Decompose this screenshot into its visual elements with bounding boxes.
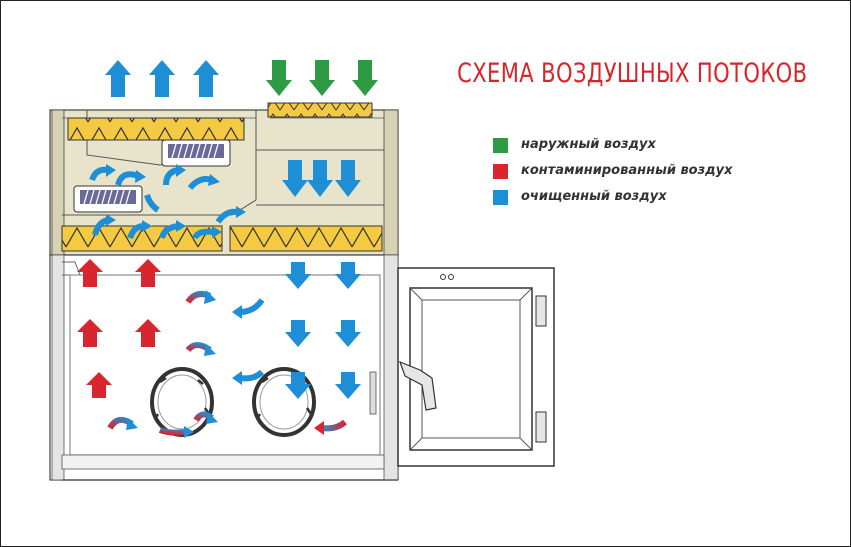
glove-port-left (150, 367, 214, 437)
legend-label: наружный воздух (521, 137, 656, 152)
intake-arrows (266, 60, 378, 96)
clean-air-arrow (335, 320, 361, 347)
clean-downflow-arrows (285, 262, 361, 399)
clean-air-arrow (193, 60, 219, 97)
outside-air-arrow (309, 60, 335, 96)
legend-swatch-blue (493, 190, 508, 205)
clean-air-arrow (285, 372, 311, 399)
legend-swatch-green (493, 138, 508, 153)
recirculation-arrows (89, 166, 239, 240)
clean-air-arrow (285, 320, 311, 347)
fan-lower (73, 185, 143, 213)
clean-air-arrow (307, 160, 333, 197)
contaminated-air-arrow (135, 259, 161, 287)
exhaust-filter (67, 117, 245, 141)
side-door (397, 267, 555, 467)
clean-air-arrow (149, 60, 175, 97)
legend-label: очищенный воздух (521, 189, 667, 204)
legend-label: контаминированный воздух (521, 163, 733, 178)
recirculation-arrowheads (106, 164, 246, 238)
legend-swatch-red (493, 164, 508, 179)
door-handle (398, 360, 437, 411)
diagram-title: СХЕМА ВОЗДУШНЫХ ПОТОКОВ (457, 58, 808, 89)
clean-air-arrow (335, 262, 361, 289)
plenum-arrows (282, 160, 361, 197)
contaminated-air-arrow (77, 259, 103, 287)
exhaust-arrows (105, 60, 219, 97)
mixing-arrowheads (126, 290, 324, 438)
clean-air-arrow (335, 160, 361, 197)
contaminated-arrows (77, 259, 161, 398)
clean-air-arrow (105, 60, 131, 97)
contaminated-air-arrow (135, 319, 161, 347)
hepa-filter-right (229, 225, 383, 252)
outside-air-arrow (266, 60, 292, 96)
contaminated-air-arrow (77, 319, 103, 347)
work-chamber (49, 254, 399, 481)
intake-filter (267, 102, 373, 118)
outside-air-arrow (352, 60, 378, 96)
clean-air-arrow (282, 160, 308, 197)
clean-air-arrow (285, 262, 311, 289)
contaminated-air-arrow (86, 372, 112, 398)
fan-upper (161, 139, 231, 167)
clean-air-arrow (335, 372, 361, 399)
